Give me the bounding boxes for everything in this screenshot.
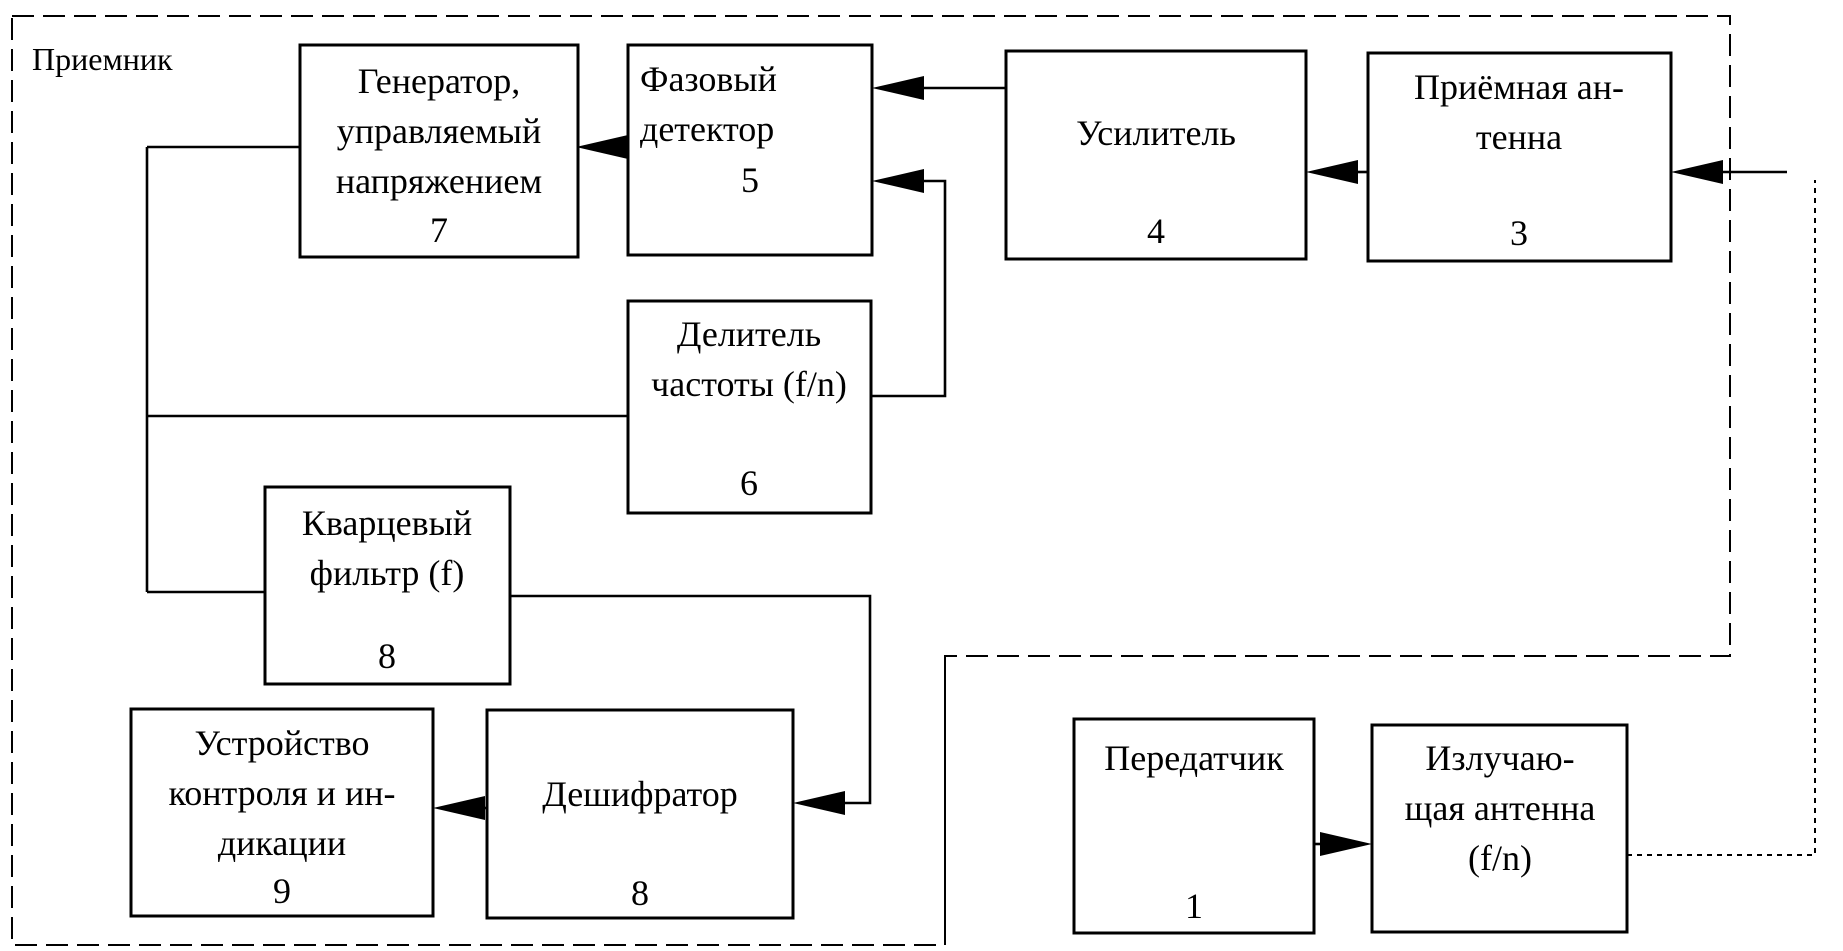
block-amplifier: Усилитель 4: [1006, 51, 1306, 259]
block-phase-number: 5: [741, 160, 759, 200]
block-divider: Делитель частоты (f/n) 6: [628, 301, 871, 513]
arrow-into-phase-top: [872, 76, 924, 100]
block-vco: Генератор, управляемый напряжением 7: [300, 45, 578, 257]
arrow-into-txant: [1320, 832, 1372, 856]
arrow-into-vco: [576, 135, 628, 159]
block-txant-line-2: щая антенна: [1405, 788, 1596, 828]
block-transmitter-line-1: Передатчик: [1104, 738, 1284, 778]
arrow-into-indicator: [433, 796, 485, 820]
block-phase-line-1: Фазовый: [640, 59, 777, 99]
block-transmitter: Передатчик 1: [1074, 719, 1314, 933]
block-rxant-line-1: Приёмная ан-: [1414, 67, 1624, 107]
radio-link: [1627, 180, 1815, 855]
block-decoder: Дешифратор 8: [487, 710, 793, 918]
block-phase-line-2: детектор: [640, 109, 774, 149]
block-vco-number: 7: [430, 210, 448, 250]
block-phase-detector: Фазовый детектор 5: [628, 45, 872, 255]
block-decoder-line-1: Дешифратор: [542, 774, 738, 814]
block-indicator-number: 9: [273, 871, 291, 911]
block-amp-line-1: Усилитель: [1076, 113, 1236, 153]
arrow-into-amp: [1306, 160, 1358, 184]
block-tx-antenna: Излучаю- щая антенна (f/n): [1372, 725, 1627, 932]
arrow-into-rxant: [1671, 160, 1723, 184]
block-txant-line-1: Излучаю-: [1425, 738, 1574, 778]
wire-divider-to-phase: [871, 181, 945, 396]
receiver-region-label: Приемник: [32, 41, 173, 77]
block-vco-line-2: управляемый: [337, 111, 542, 151]
block-indicator-line-2: контроля и ин-: [169, 773, 396, 813]
block-indicator-line-3: дикации: [218, 823, 346, 863]
block-rxant-line-2: тенна: [1476, 117, 1562, 157]
block-quartz-line-1: Кварцевый: [302, 503, 472, 543]
block-quartz-filter: Кварцевый фильтр (f) 8: [265, 487, 510, 684]
arrow-into-phase-bottom: [872, 169, 924, 193]
block-vco-line-3: напряжением: [336, 161, 542, 201]
arrow-into-decoder: [793, 791, 845, 815]
block-vco-line-1: Генератор,: [358, 61, 521, 101]
block-indicator-line-1: Устройство: [194, 723, 369, 763]
block-decoder-number: 8: [631, 873, 649, 913]
block-divider-number: 6: [740, 463, 758, 503]
block-quartz-number: 8: [378, 636, 396, 676]
block-txant-line-3: (f/n): [1468, 838, 1532, 878]
block-transmitter-number: 1: [1185, 886, 1203, 926]
block-indicator: Устройство контроля и ин- дикации 9: [131, 709, 433, 916]
block-rx-antenna: Приёмная ан- тенна 3: [1368, 53, 1671, 261]
block-divider-line-1: Делитель: [677, 314, 821, 354]
block-rxant-number: 3: [1510, 213, 1528, 253]
block-amp-number: 4: [1147, 211, 1165, 251]
block-quartz-line-2: фильтр (f): [310, 553, 465, 593]
block-divider-line-2: частоты (f/n): [651, 364, 847, 404]
